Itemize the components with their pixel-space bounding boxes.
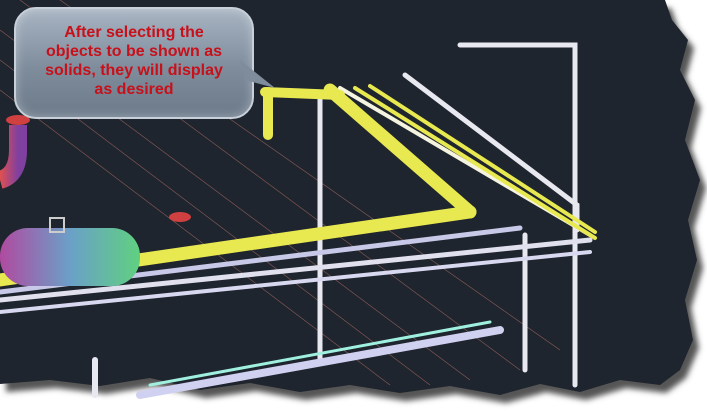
callout-bubble: After selecting the objects to be shown … — [14, 7, 254, 119]
pipe-rack — [0, 83, 597, 399]
vessel — [0, 217, 140, 286]
red-nozzles — [0, 115, 191, 255]
callout-pointer — [240, 60, 275, 88]
callout-text: After selecting the objects to be shown … — [45, 24, 223, 98]
